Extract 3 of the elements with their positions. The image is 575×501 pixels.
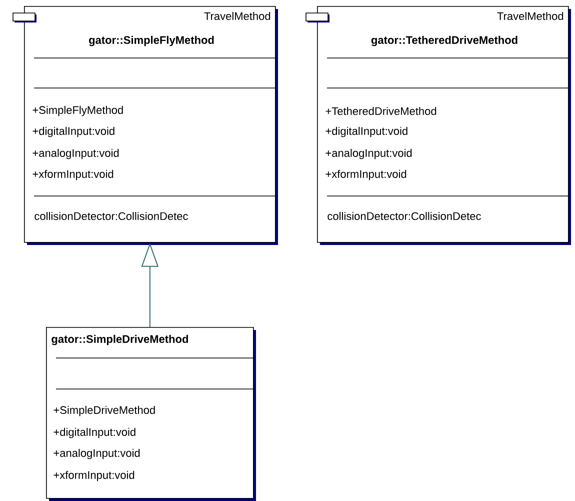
class-box: TravelMethod gator::TetheredDriveMethod +TetheredDriveMethod +digitalInput:void +analogInput:void +xformInput:void collisionDetector:CollisionDetec: [317, 6, 571, 245]
class-box: TravelMethod gator::SimpleFlyMethod +SimpleFlyMethod +digitalInput:void +analogInput:void +xformInput:void collisionDetector:CollisionDetec: [24, 6, 278, 245]
class-box: gator::SimpleDriveMethod +SimpleDriveMethod +digitalInput:void +analogInput:void +xformInput:void: [46, 327, 256, 501]
